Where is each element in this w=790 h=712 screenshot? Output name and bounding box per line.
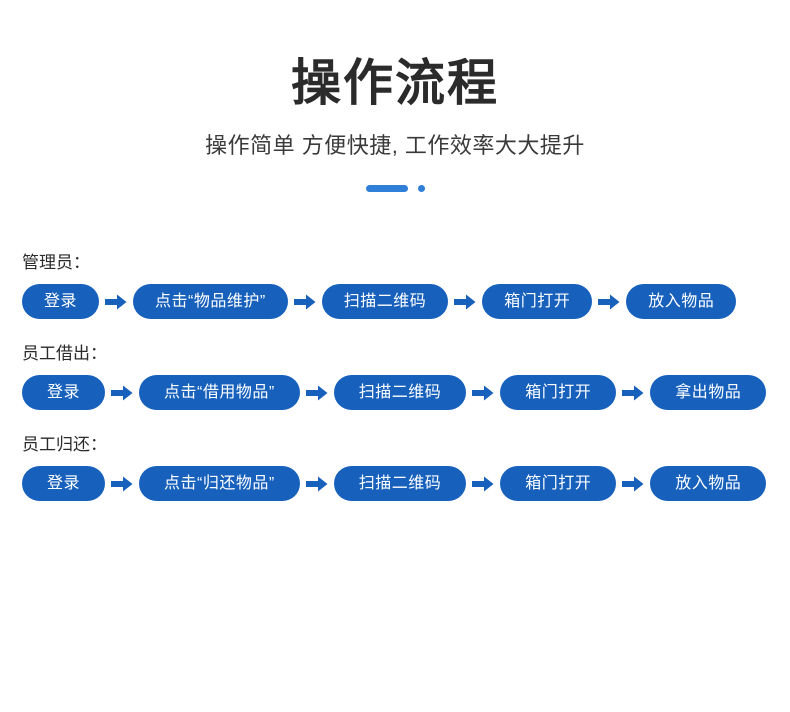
arrow-right-icon — [300, 385, 334, 401]
flow-step-pill[interactable]: 扫描二维码 — [333, 466, 467, 502]
flow-steps: 登录 点击“物品维护” 扫描二维码 箱门打开 — [22, 284, 790, 320]
flow-row-label: 管理员： — [22, 253, 90, 273]
flow-step-pill[interactable]: 登录 — [22, 466, 106, 502]
flow-step-pill[interactable]: 登录 — [22, 284, 100, 320]
arrow-right-icon — [616, 385, 650, 401]
decorator-dot-icon — [417, 185, 425, 193]
page-header: 操作流程 操作简单 方便快捷, 工作效率大大提升 — [0, 0, 790, 193]
flow-row-label: 员工借出： — [22, 344, 107, 364]
flow-step-pill[interactable]: 箱门打开 — [500, 466, 617, 502]
flow-steps: 登录 点击“借用物品” 扫描二维码 箱门打开 — [22, 375, 790, 411]
flow-row-label: 员工归还： — [22, 435, 107, 455]
flow-step-pill[interactable]: 扫描二维码 — [321, 284, 449, 320]
arrow-right-icon — [466, 476, 500, 492]
arrow-right-icon — [99, 294, 133, 310]
arrow-right-icon — [592, 294, 626, 310]
page-subtitle: 操作简单 方便快捷, 工作效率大大提升 — [205, 133, 585, 158]
arrow-right-icon — [105, 385, 139, 401]
flow-step-pill[interactable]: 登录 — [22, 375, 106, 411]
flow-row-return: 员工归还： 登录 点击“归还物品” 扫描二维码 箱门打开 — [22, 435, 790, 502]
flow-steps: 登录 点击“归还物品” 扫描二维码 箱门打开 — [22, 466, 790, 502]
flow-step-pill[interactable]: 箱门打开 — [482, 284, 593, 320]
page-title: 操作流程 — [291, 55, 499, 111]
arrow-right-icon — [448, 294, 482, 310]
flow-step-pill[interactable]: 拿出物品 — [650, 375, 767, 411]
arrow-right-icon — [300, 476, 334, 492]
flow-step-pill[interactable]: 扫描二维码 — [333, 375, 467, 411]
header-decorator — [0, 185, 790, 193]
flow-row-borrow: 员工借出： 登录 点击“借用物品” 扫描二维码 箱门打开 — [22, 344, 790, 411]
flow-step-pill[interactable]: 放入物品 — [650, 466, 767, 502]
flow-step-pill[interactable]: 箱门打开 — [500, 375, 617, 411]
decorator-bar-icon — [365, 185, 408, 193]
arrow-right-icon — [105, 476, 139, 492]
arrow-right-icon — [616, 476, 650, 492]
arrow-right-icon — [466, 385, 500, 401]
arrow-right-icon — [288, 294, 322, 310]
flow-area: 管理员： 登录 点击“物品维护” 扫描二维码 箱门打开 — [0, 253, 790, 502]
flow-step-pill[interactable]: 点击“物品维护” — [133, 284, 288, 320]
flow-step-pill[interactable]: 点击“归还物品” — [139, 466, 300, 502]
flow-row-admin: 管理员： 登录 点击“物品维护” 扫描二维码 箱门打开 — [22, 253, 790, 320]
flow-step-pill[interactable]: 放入物品 — [626, 284, 737, 320]
flow-step-pill[interactable]: 点击“借用物品” — [139, 375, 300, 411]
